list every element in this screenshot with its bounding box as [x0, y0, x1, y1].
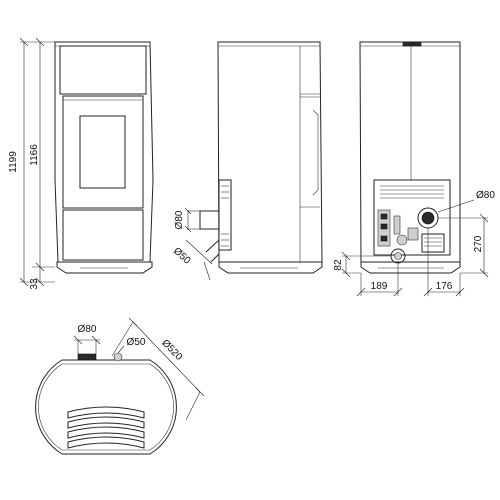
- front-height-dimensions: [19, 37, 55, 287]
- front-door-frame: [62, 95, 144, 209]
- rear-inlet-offset-label: 189: [371, 281, 388, 292]
- rear-grille-top: [380, 185, 444, 199]
- top-air-inlet: [113, 352, 123, 362]
- top-overall-diameter-label: Ø520: [159, 338, 184, 364]
- rear-inlet-height-label: 82: [333, 259, 344, 271]
- body-height-label: 1166: [29, 144, 40, 166]
- side-vent-grille: [218, 179, 232, 251]
- rear-flue-diameter-label: Ø80: [476, 190, 495, 201]
- side-air-inlet: [205, 239, 220, 263]
- rear-service-panel: [373, 179, 451, 256]
- rear-flue-offset-label: 176: [436, 281, 453, 292]
- front-body-outline: [54, 41, 154, 263]
- top-view: Ø80 Ø50 Ø520: [35, 317, 205, 455]
- rear-view: Ø80 270 82: [333, 41, 495, 297]
- front-base: [56, 261, 153, 274]
- front-view: 1199 1166 33: [8, 37, 154, 290]
- rear-flue-height-label: 270: [473, 235, 484, 252]
- side-body-outline: [217, 41, 323, 263]
- front-top-panel: [59, 45, 147, 95]
- side-flue-diameter-label: Ø80: [174, 210, 185, 229]
- top-flue-outlet: [77, 353, 97, 361]
- rear-grille-bottom: [421, 233, 445, 253]
- top-grille: [67, 406, 145, 449]
- side-inlet-diameter-label: Ø50: [171, 246, 193, 267]
- side-base: [218, 261, 323, 274]
- base-height-label: 33: [29, 278, 40, 290]
- top-inlet-diameter-label: Ø50: [127, 337, 146, 348]
- front-lower-panel: [62, 209, 144, 261]
- total-height-label: 1199: [8, 151, 19, 173]
- front-glass: [79, 115, 126, 189]
- side-view: Ø80 Ø50: [171, 41, 323, 281]
- rear-base: [360, 261, 461, 274]
- side-flue-pipe: [199, 210, 219, 230]
- top-outline: [35, 359, 177, 455]
- top-flue-diameter-label: Ø80: [78, 324, 97, 335]
